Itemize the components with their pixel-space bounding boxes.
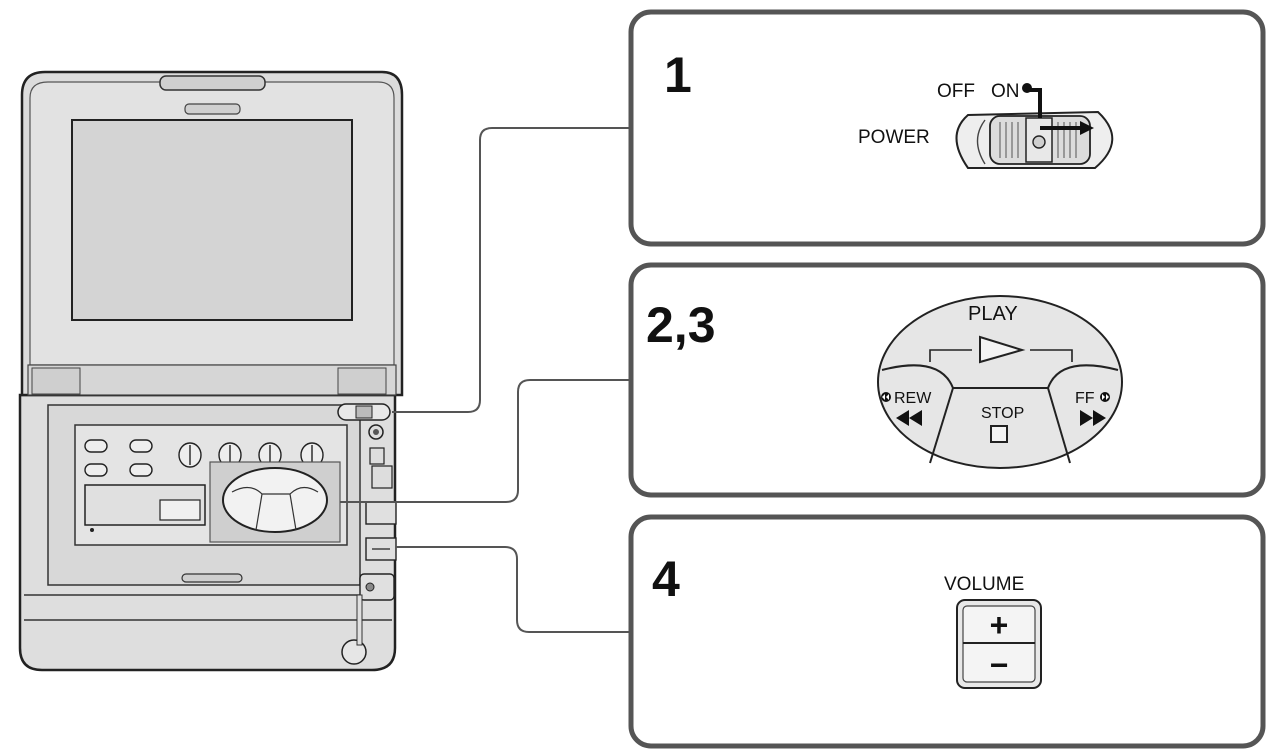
step-number-1: 1 [664,47,692,103]
deck-buttons [84,439,324,477]
rewind-icon[interactable] [896,410,922,426]
callout-leaders [340,127,630,633]
panel-step-2-3: 2,3 PLAY REW STOP FF [628,262,1266,498]
label-volume: VOLUME [944,574,1024,595]
leader-1 [392,127,630,413]
label-off: OFF [937,81,975,102]
panel-step-4: 4 VOLUME + − [628,514,1266,749]
index-ff-icon [1100,392,1110,402]
step-number-2-3: 2,3 [646,297,716,353]
lcd-screen [71,119,353,321]
leader-4 [396,546,630,633]
step-number-4: 4 [652,551,680,607]
play-triangle-icon[interactable] [979,335,1026,364]
label-stop: STOP [981,405,1024,422]
index-rewind-icon [881,392,891,402]
label-on: ON [991,81,1020,102]
fast-forward-icon[interactable] [1080,410,1106,426]
video-player-device [18,70,404,672]
label-power: POWER [858,127,930,148]
volume-button[interactable] [956,599,1042,689]
label-play: PLAY [968,303,1018,325]
power-switch[interactable] [955,110,1114,169]
panel-step-1: 1 OFF ON POWER [628,9,1266,247]
side-controls [337,403,397,646]
volume-minus-label[interactable]: − [990,647,1009,683]
switch-arrow-icon [1022,83,1094,135]
stop-square-icon[interactable] [990,425,1008,443]
lid-latch [159,75,266,91]
label-rew: REW [894,390,932,407]
label-ff: FF [1075,390,1095,407]
transport-pad [877,295,1123,469]
leader-2 [340,379,630,503]
volume-plus-label[interactable]: + [990,607,1009,643]
transport-dial [222,467,328,533]
